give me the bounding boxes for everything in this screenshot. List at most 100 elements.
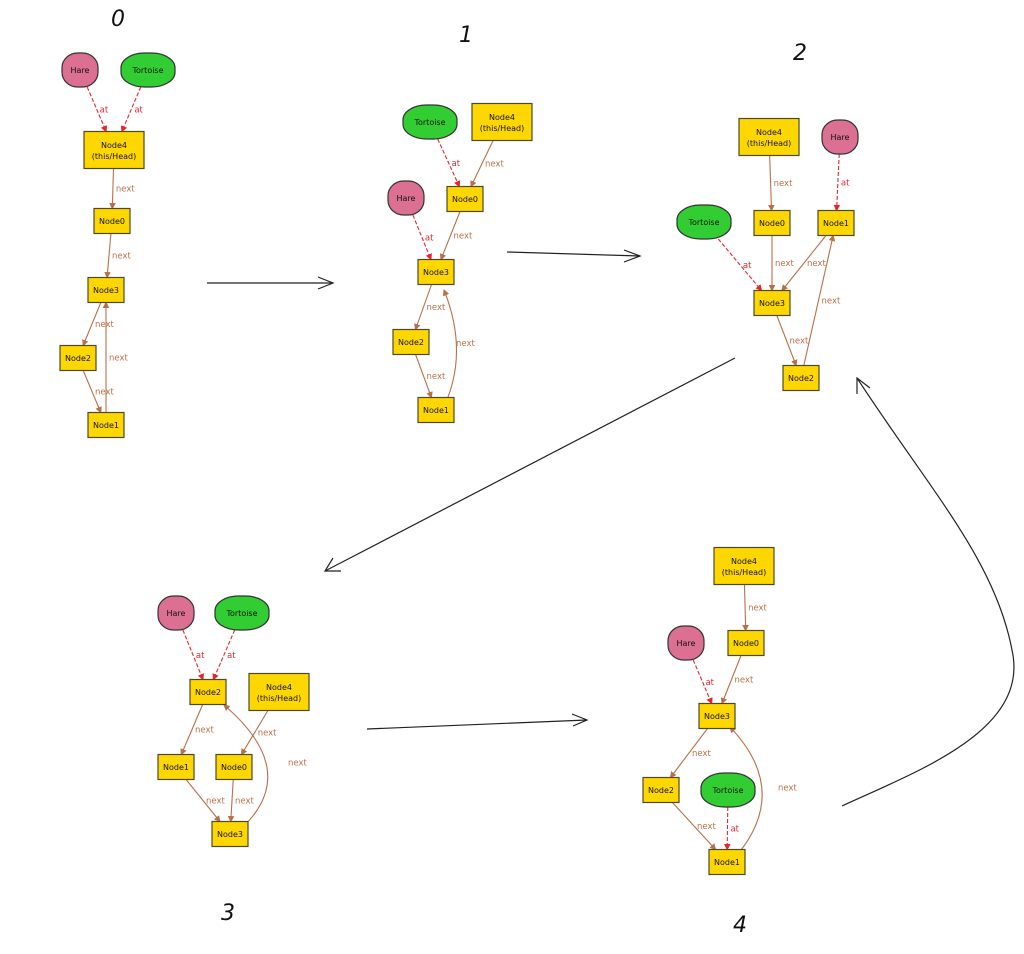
list-node-n1: Node1 <box>817 209 855 237</box>
edge-hare-n3: at <box>412 214 434 261</box>
edge-n0-n3: next <box>104 233 131 279</box>
edge-hare-n1: at <box>833 153 850 212</box>
edge-label-at: at <box>196 651 205 661</box>
list-node-n3: Node3 <box>753 289 791 317</box>
pointer-hare: Hare <box>157 595 195 631</box>
edge-label-next: next <box>790 337 809 347</box>
list-node-n0: Node0 <box>93 207 131 235</box>
list-node-n4: Node4(this/Head) <box>471 102 533 142</box>
node-label: Hare <box>831 133 850 142</box>
edge-n1-n3: next <box>442 288 475 403</box>
edge-label-next: next <box>807 259 826 269</box>
edge-label-next: next <box>112 252 131 262</box>
pointer-tortoise: Tortoise <box>402 104 458 140</box>
edge-label-next: next <box>195 726 214 736</box>
step-number-label: 2 <box>793 41 807 66</box>
node-label: Node4 <box>489 113 515 122</box>
list-node-n1: Node1 <box>708 848 746 876</box>
edge-label-at: at <box>705 678 714 688</box>
list-node-n0: Node0 <box>753 209 791 237</box>
edge-label-next: next <box>822 297 841 307</box>
transition-arrow-0-to-1 <box>207 276 335 290</box>
edge-n3-n2: next <box>82 302 114 347</box>
list-node-n4: Node4(this/Head) <box>248 672 310 712</box>
edge-hare-n2: at <box>182 629 205 681</box>
transition-arrow-1-to-2 <box>506 249 642 263</box>
list-node-n0: Node0 <box>215 753 253 781</box>
node-label: Node4 <box>266 683 292 692</box>
edge-label-next: next <box>288 759 307 769</box>
edge-label-next: next <box>748 604 767 614</box>
edge-tortoise-n2: at <box>212 629 236 681</box>
edge-label-next: next <box>116 185 135 195</box>
list-node-n1: Node1 <box>417 396 455 424</box>
transition-arrow-4-to-2 <box>841 376 1015 807</box>
list-node-n2: Node2 <box>782 364 820 392</box>
node-label: Tortoise <box>687 218 719 227</box>
node-label: Hare <box>397 194 416 203</box>
list-node-n2: Node2 <box>642 776 680 804</box>
edge-label-at: at <box>452 159 461 169</box>
edge-label-next: next <box>692 749 711 759</box>
node-label: Node4 <box>101 141 127 150</box>
edge-label-next: next <box>206 797 225 807</box>
edge-label-at: at <box>743 261 752 271</box>
node-label: Node1 <box>823 219 849 228</box>
node-label: Node1 <box>423 406 449 415</box>
node-label: Node0 <box>759 219 785 228</box>
node-label: Node0 <box>733 639 759 648</box>
edge-label-at: at <box>841 178 850 188</box>
list-node-n4: Node4(this/Head) <box>713 546 775 586</box>
pointer-tortoise: Tortoise <box>700 772 756 808</box>
step-number-label: 1 <box>459 23 473 48</box>
node-label: Node0 <box>452 195 478 204</box>
step-number-label: 3 <box>221 901 235 926</box>
edge-n1-n3: next <box>185 779 225 823</box>
edge-label-next: next <box>427 303 446 313</box>
pointer-tortoise: Tortoise <box>214 595 270 631</box>
edge-label-next: next <box>697 822 716 832</box>
edge-n3-n2: next <box>223 704 307 827</box>
pointer-hare: Hare <box>821 119 859 155</box>
transitions-layer <box>207 249 1015 807</box>
step-number-label: 0 <box>111 7 125 32</box>
list-node-n3: Node3 <box>417 258 455 286</box>
node-label: Node2 <box>648 786 674 795</box>
edge-n4-n0: next <box>240 710 277 756</box>
list-node-n3: Node3 <box>87 276 125 304</box>
edge-label-next: next <box>95 388 114 398</box>
edge-label-next: next <box>778 784 797 794</box>
step-number-label: 4 <box>733 913 747 938</box>
edge-n0-n3: next <box>768 235 794 292</box>
arrowhead-icon <box>323 557 341 572</box>
node-label: Node2 <box>788 374 814 383</box>
edge-tortoise-n4: at <box>120 86 144 133</box>
node-label: Tortoise <box>131 66 163 75</box>
edge-tortoise-n0: at <box>437 138 461 188</box>
pointer-tortoise: Tortoise <box>120 52 176 88</box>
edge-n4-n0: next <box>470 140 505 188</box>
list-node-n1: Node1 <box>157 753 195 781</box>
edge-tortoise-n3: at <box>717 238 763 292</box>
node-label: Hare <box>167 609 186 618</box>
node-label: Node3 <box>217 830 243 839</box>
edge-label-next: next <box>454 232 473 242</box>
node-label: Node0 <box>99 217 125 226</box>
edge-n2-n1: next <box>82 370 114 414</box>
edge-n1-n3: next <box>729 726 797 855</box>
transition-arrow-2-to-3 <box>323 357 736 572</box>
node-label: Node1 <box>714 858 740 867</box>
node-label: Node1 <box>163 763 189 772</box>
edge-label-next: next <box>774 179 793 189</box>
node-label: Node3 <box>704 712 730 721</box>
edge-n4-n0: next <box>768 155 793 212</box>
edge-n3-n2: next <box>776 315 809 367</box>
edge-hare-n4: at <box>86 86 109 133</box>
edge-label-at: at <box>227 651 236 661</box>
node-label: Tortoise <box>413 118 445 127</box>
edge-hare-n3: at <box>692 659 715 705</box>
